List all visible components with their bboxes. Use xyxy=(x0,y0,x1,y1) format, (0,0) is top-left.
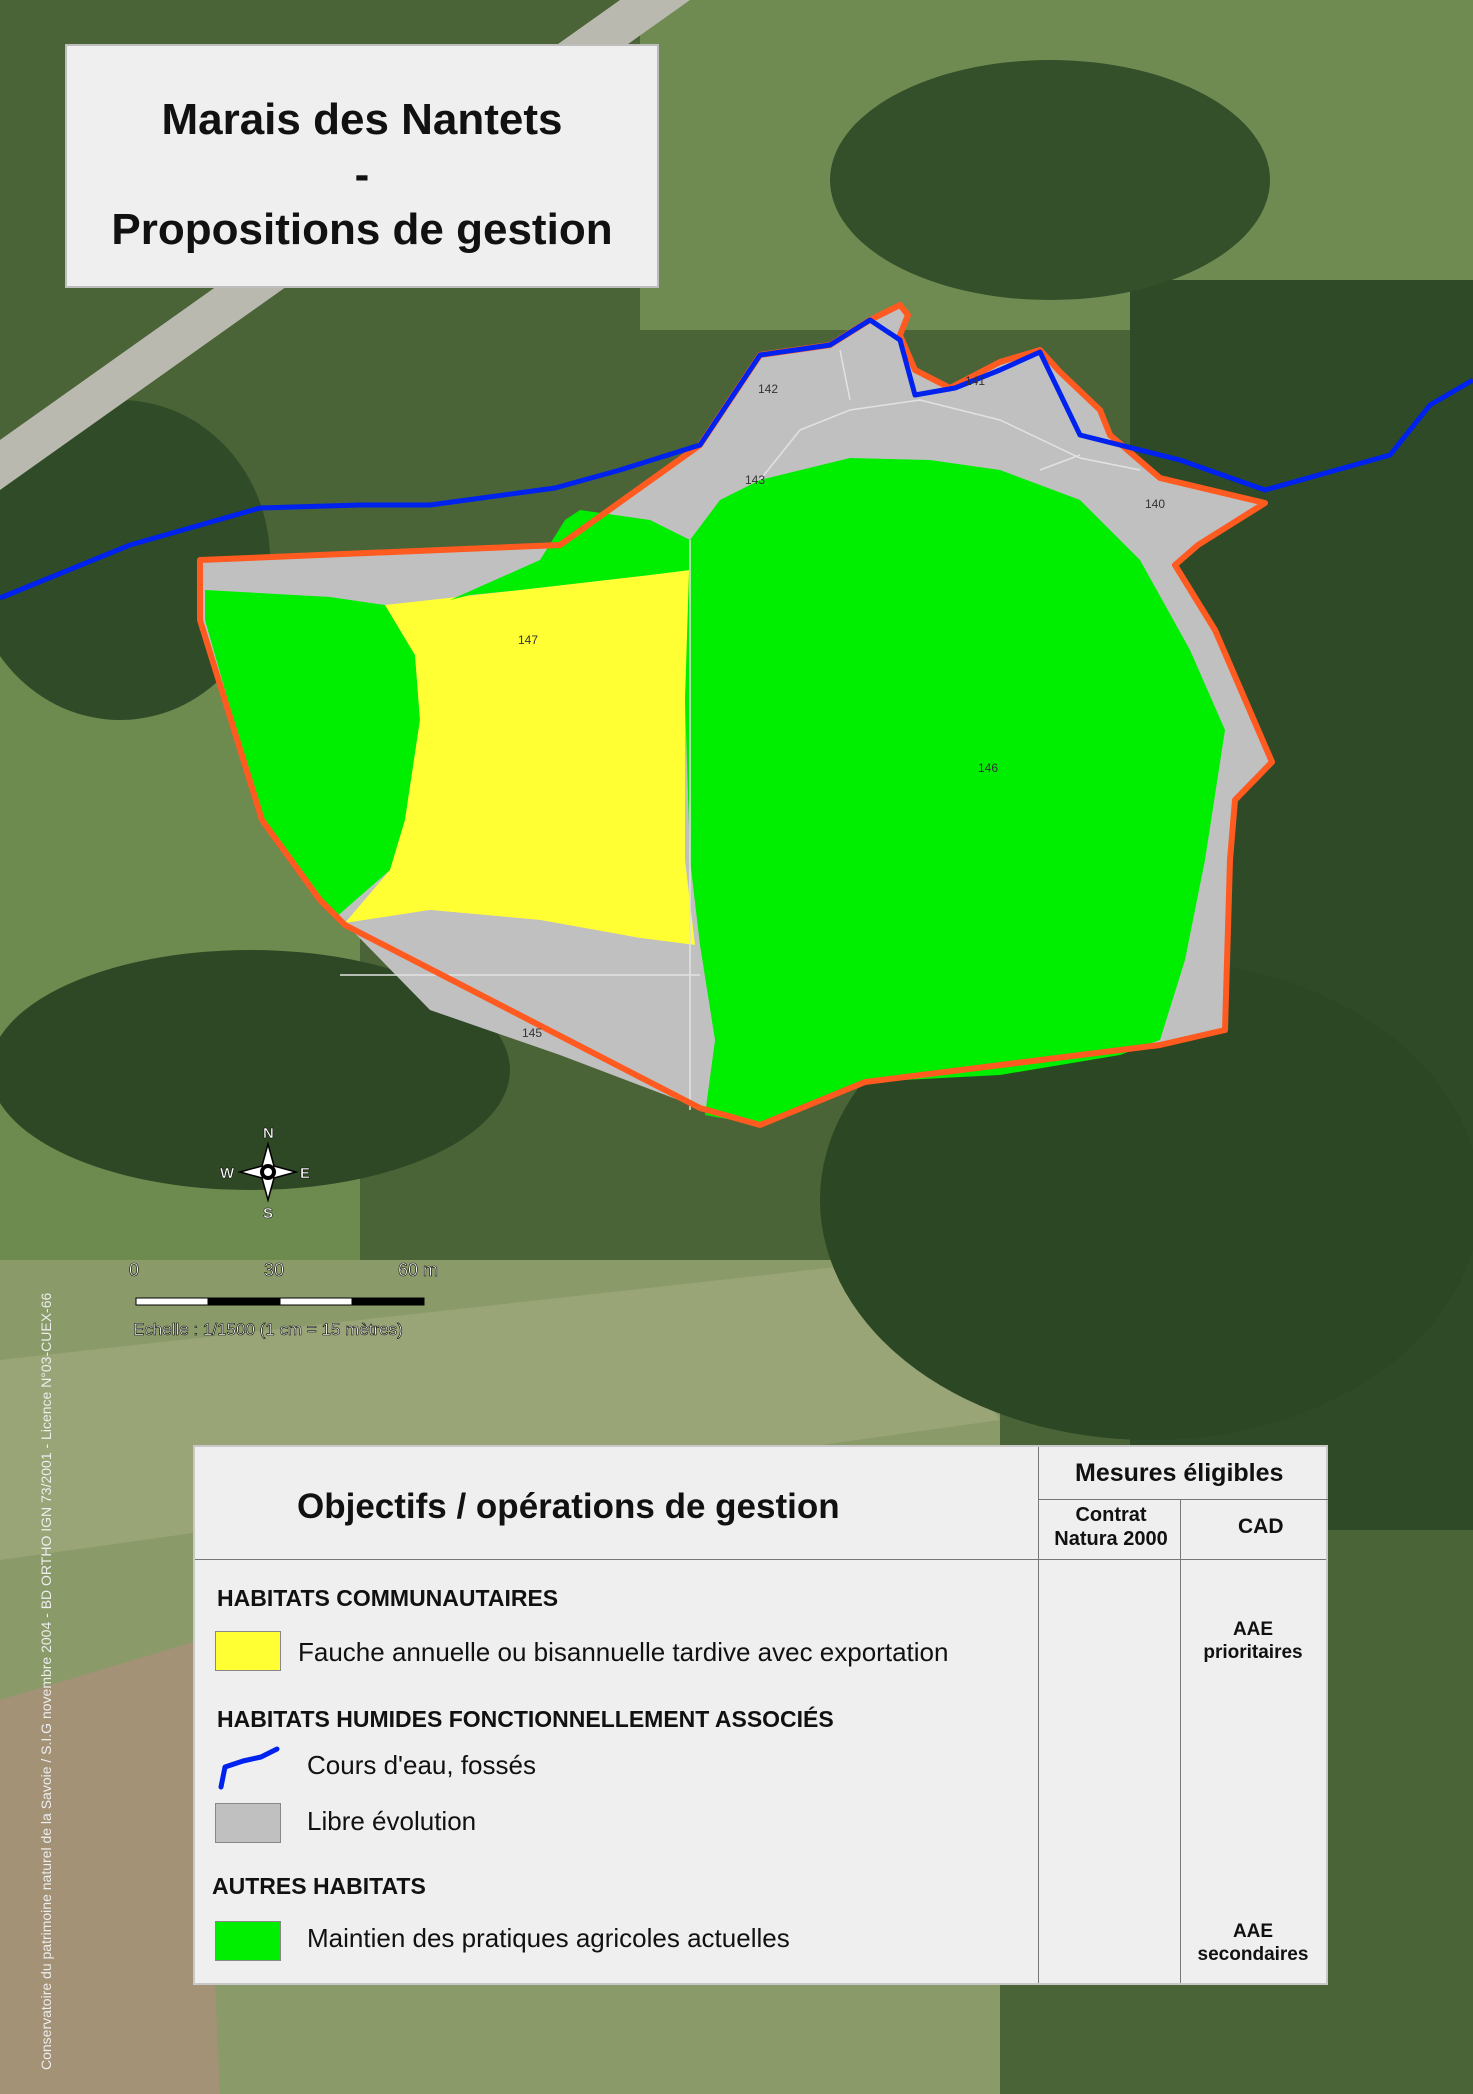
parcel-label: 146 xyxy=(978,761,998,775)
scale-tick-60: 60 m xyxy=(398,1260,439,1281)
forest-cluster xyxy=(830,60,1270,300)
parcel-label: 143 xyxy=(745,473,765,487)
map-title-separator: - xyxy=(354,150,370,199)
parcel-grey-south xyxy=(345,910,715,1110)
parcel-green-small xyxy=(450,510,690,600)
scale-caption: Echelle : 1/1500 (1 cm = 15 mètres) xyxy=(133,1320,403,1340)
parcel-label: 145 xyxy=(522,1026,542,1040)
forest-cluster xyxy=(820,960,1473,1440)
compass-rose-icon: N S E W xyxy=(220,1125,311,1223)
parcel-label: 142 xyxy=(758,382,778,396)
legend-divider xyxy=(1180,1499,1181,1983)
map-subtitle: Propositions de gestion xyxy=(111,205,613,254)
map-credit: Conservatoire du patrimoine naturel de l… xyxy=(38,1292,54,2070)
parcel-green-left xyxy=(205,590,420,918)
forest-cluster xyxy=(0,950,510,1190)
compass-north: N xyxy=(263,1125,274,1142)
legend-col-cad: CAD xyxy=(1238,1515,1284,1538)
legend-cad-secondaires: AAE secondaires xyxy=(1180,1920,1326,1966)
legend-item-label: Cours d'eau, fossés xyxy=(307,1750,536,1780)
parcel-boundary xyxy=(759,399,1141,481)
map-title: Marais des Nantets xyxy=(161,95,563,144)
legend-watercourse-icon xyxy=(218,1746,280,1790)
compass-west: W xyxy=(220,1165,235,1182)
legend-item-label: Libre évolution xyxy=(307,1806,477,1836)
parcel-yellow xyxy=(345,570,695,945)
legend: Objectifs / opérations de gestion Mesure… xyxy=(193,1445,1328,1985)
parcel-label: 140 xyxy=(1145,497,1165,511)
compass-east: E xyxy=(300,1165,310,1182)
parcel-boundary xyxy=(839,349,851,401)
legend-item-label: Fauche annuelle ou bisannuelle tardive a… xyxy=(298,1637,949,1667)
parcel-label: 141 xyxy=(965,374,985,388)
legend-heading: Objectifs / opérations de gestion xyxy=(297,1487,840,1526)
legend-swatch-yellow xyxy=(215,1631,281,1671)
forest-cluster xyxy=(0,400,270,720)
legend-section-title: HABITATS COMMUNAUTAIRES xyxy=(217,1585,559,1611)
legend-divider xyxy=(1038,1447,1039,1983)
legend-swatch-green xyxy=(215,1921,281,1961)
legend-cad-prioritaires-l1: AAE xyxy=(1232,1619,1274,1640)
watercourse xyxy=(0,317,1473,601)
scale-tick-30: 30 xyxy=(264,1260,285,1281)
legend-divider xyxy=(195,1559,1326,1560)
parcel-green-main xyxy=(685,458,1225,1125)
legend-cad-secondaires-l2: secondaires xyxy=(1197,1944,1309,1965)
site-outline xyxy=(197,302,1275,1128)
legend-cad-prioritaires: AAE prioritaires xyxy=(1180,1618,1326,1664)
parcel-label: 147 xyxy=(518,633,538,647)
legend-section-title: AUTRES HABITATS xyxy=(212,1873,426,1899)
legend-cad-secondaires-l1: AAE xyxy=(1232,1921,1274,1942)
legend-col-contrat: Contrat Natura 2000 xyxy=(1041,1503,1181,1551)
compass-south: S xyxy=(263,1205,273,1222)
legend-swatch-grey xyxy=(215,1803,281,1843)
legend-divider xyxy=(1038,1499,1328,1500)
legend-item-label: Maintien des pratiques agricoles actuell… xyxy=(307,1923,790,1953)
legend-col-contrat-l2: Natura 2000 xyxy=(1054,1528,1168,1550)
legend-cad-prioritaires-l2: prioritaires xyxy=(1203,1642,1303,1663)
scale-bar xyxy=(135,1297,425,1306)
legend-mesures-header: Mesures éligibles xyxy=(1075,1459,1284,1487)
legend-col-contrat-l1: Contrat xyxy=(1075,1504,1147,1526)
parcel-boundary xyxy=(1039,454,1081,471)
map-title-box: Marais des Nantets - Propositions de ges… xyxy=(65,44,659,288)
scale-tick-0: 0 xyxy=(129,1260,140,1281)
legend-section-title: HABITATS HUMIDES FONCTIONNELLEMENT ASSOC… xyxy=(217,1706,834,1732)
field-bottom-brown xyxy=(0,1640,220,2094)
